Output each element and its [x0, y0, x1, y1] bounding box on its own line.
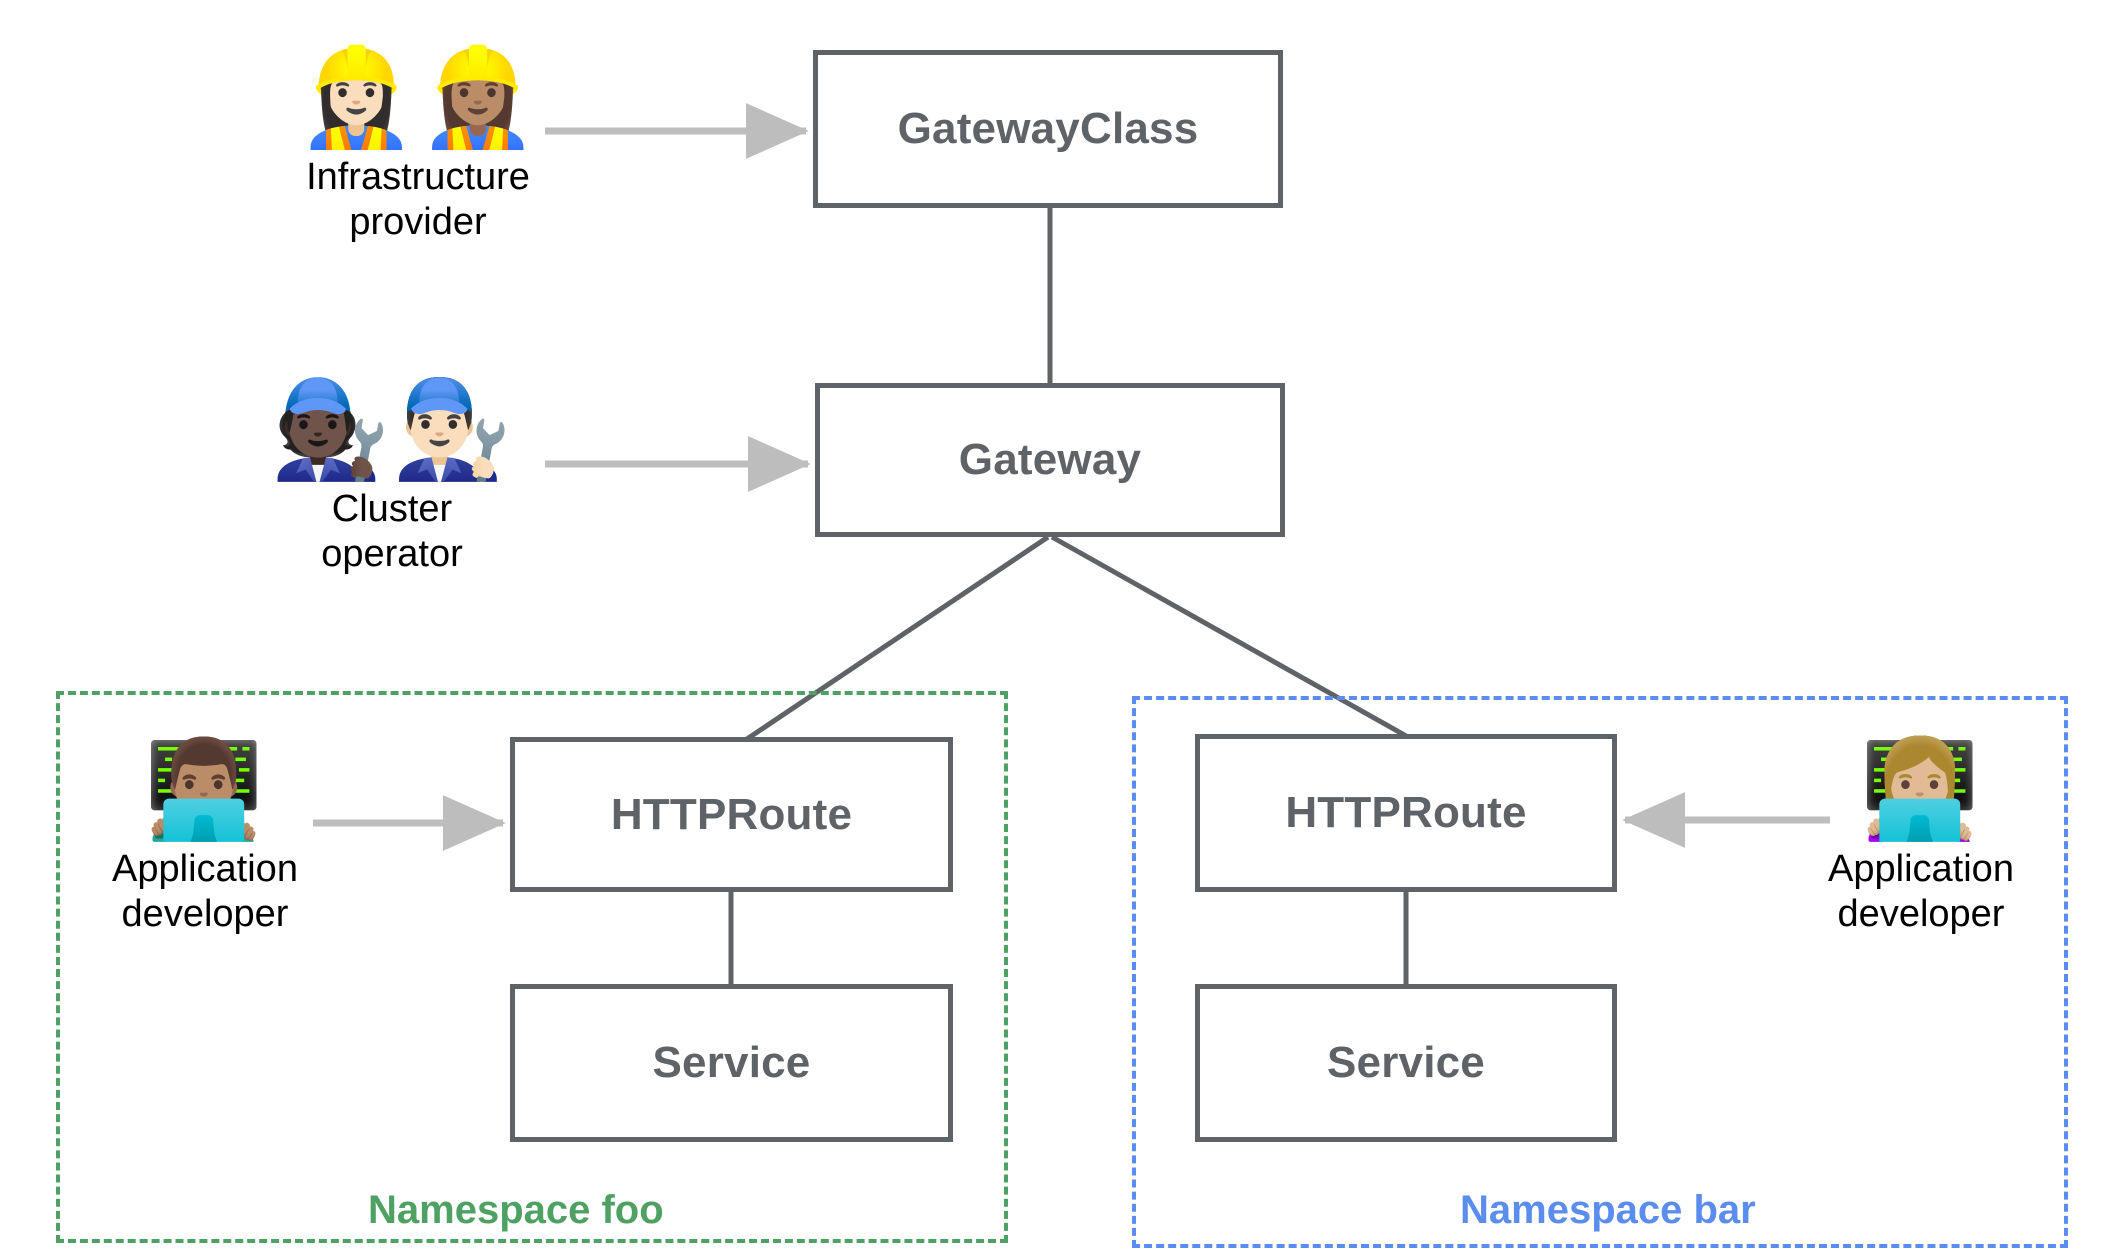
node-httproute-foo[interactable]: HTTPRoute	[510, 737, 953, 892]
node-httproute-foo-label: HTTPRoute	[610, 789, 853, 839]
node-gateway-label: Gateway	[958, 435, 1142, 484]
persona-infrastructure-provider: 👷🏻‍♀️👷🏽‍♀️ Infrastructure provider	[258, 44, 578, 244]
namespace-bar-container[interactable]	[1132, 696, 2068, 1248]
woman-construction-worker-icon: 👷🏻‍♀️👷🏽‍♀️	[296, 44, 540, 151]
node-service-foo[interactable]: Service	[510, 984, 953, 1142]
persona-app-developer-bar-caption: Application developer	[1828, 847, 2014, 935]
persona-cluster-operator: 🧑🏿‍🔧👨🏻‍🔧 Cluster operator	[232, 376, 552, 576]
node-gatewayclass-label: GatewayClass	[897, 104, 1199, 153]
mechanic-icon: 🧑🏿‍🔧👨🏻‍🔧	[270, 376, 514, 483]
node-gatewayclass[interactable]: GatewayClass	[813, 50, 1283, 208]
node-gateway[interactable]: Gateway	[815, 383, 1285, 537]
persona-app-developer-bar: 👩🏼‍💻 Application developer	[1776, 736, 2066, 936]
persona-app-developer-foo: 👨🏽‍💻 Application developer	[60, 736, 350, 936]
namespace-foo-label: Namespace foo	[368, 1188, 664, 1232]
namespace-bar-label: Namespace bar	[1460, 1188, 1756, 1232]
persona-infrastructure-provider-caption: Infrastructure provider	[306, 155, 530, 243]
node-service-bar[interactable]: Service	[1195, 984, 1617, 1142]
persona-app-developer-foo-caption: Application developer	[112, 847, 298, 935]
persona-cluster-operator-caption: Cluster operator	[321, 487, 463, 575]
woman-technologist-icon: 👩🏼‍💻	[1860, 736, 1982, 843]
node-service-foo-label: Service	[652, 1038, 811, 1087]
man-technologist-icon: 👨🏽‍💻	[144, 736, 266, 843]
namespace-foo-container[interactable]	[56, 691, 1008, 1243]
node-service-bar-label: Service	[1327, 1038, 1485, 1087]
node-httproute-bar[interactable]: HTTPRoute	[1195, 734, 1617, 892]
node-httproute-bar-label: HTTPRoute	[1285, 788, 1527, 837]
